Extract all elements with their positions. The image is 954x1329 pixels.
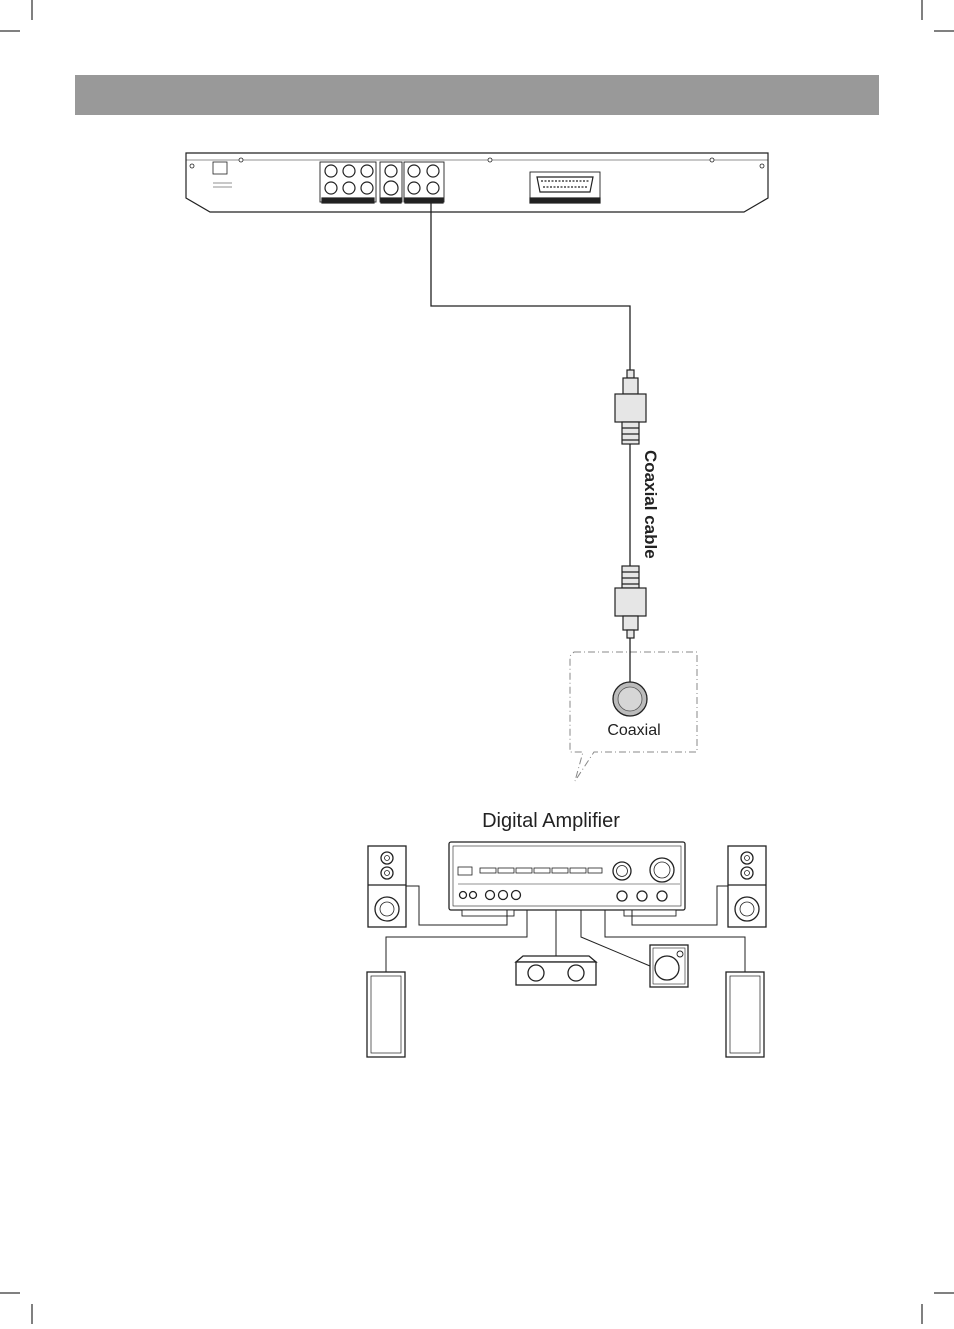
callout-bubble (570, 652, 697, 781)
speaker-icon (726, 972, 764, 1057)
amplifier-title: Digital Amplifier (482, 810, 620, 832)
dvd-player-back-panel (186, 153, 768, 212)
coaxial-jack-icon (613, 682, 647, 716)
amplifier (449, 842, 685, 916)
coaxial-cable-upper (431, 203, 630, 370)
rca-plug-icon (615, 566, 646, 638)
rca-plug-icon (615, 370, 646, 444)
coaxial-port-label: Coaxial (607, 722, 660, 739)
subwoofer-icon (650, 945, 688, 987)
speaker-icon (368, 846, 406, 927)
header-bar (75, 75, 879, 115)
coaxial-cable-label: Coaxial cable (641, 450, 660, 559)
speaker-icon (367, 972, 405, 1057)
speaker-icon (728, 846, 766, 927)
center-speaker-icon (516, 956, 596, 985)
